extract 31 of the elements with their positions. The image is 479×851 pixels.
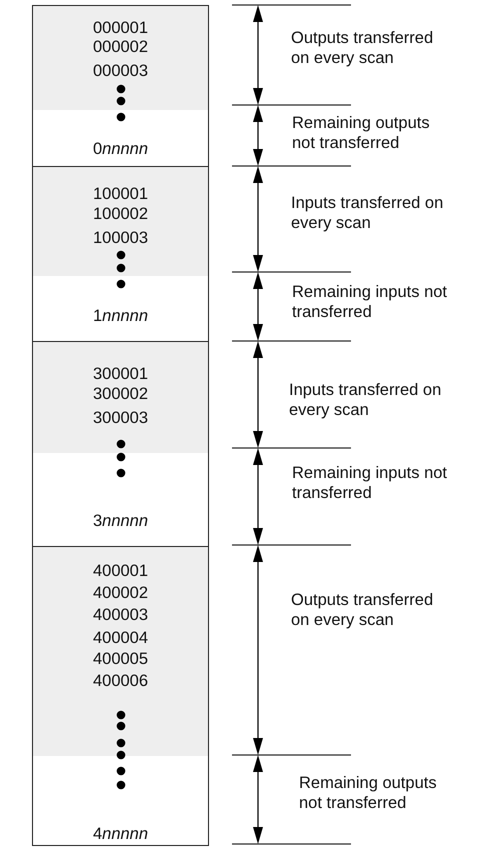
memory-block [32,341,209,547]
register-address: 100003 [92,229,148,247]
register-address: 300001 [92,365,148,383]
register-address: 400004 [92,629,148,647]
range-description: Remaining outputs not transferred [292,113,431,153]
range-description: Outputs transferred on every scan [291,28,434,68]
range-description: Remaining inputs not transferred [292,463,448,503]
register-address: 400003 [92,606,148,624]
memory-block [32,166,209,342]
range-description: Inputs transferred on every scan [289,380,442,420]
memory-block [32,546,209,846]
register-address: 4nnnnn [92,825,148,843]
register-address: 000003 [92,62,148,80]
range-description: Remaining inputs not transferred [292,282,448,322]
range-description: Outputs transferred on every scan [291,590,434,630]
register-address: 1nnnnn [92,307,148,325]
register-address: 000002 [92,38,148,56]
register-address: 100002 [92,205,148,223]
register-address: 400005 [92,650,148,668]
register-address: 0nnnnn [92,140,148,158]
memory-block [32,5,209,167]
range-description: Inputs transferred on every scan [291,193,444,233]
register-address: 300003 [92,409,148,427]
range-description: Remaining outputs not transferred [299,773,438,813]
register-address: 100001 [92,185,148,203]
register-address: 400001 [92,562,148,580]
register-address: 3nnnnn [92,512,148,530]
register-address: 000001 [92,19,148,37]
register-address: 400002 [92,584,148,602]
register-address: 300002 [92,385,148,403]
register-address: 400006 [92,672,148,690]
